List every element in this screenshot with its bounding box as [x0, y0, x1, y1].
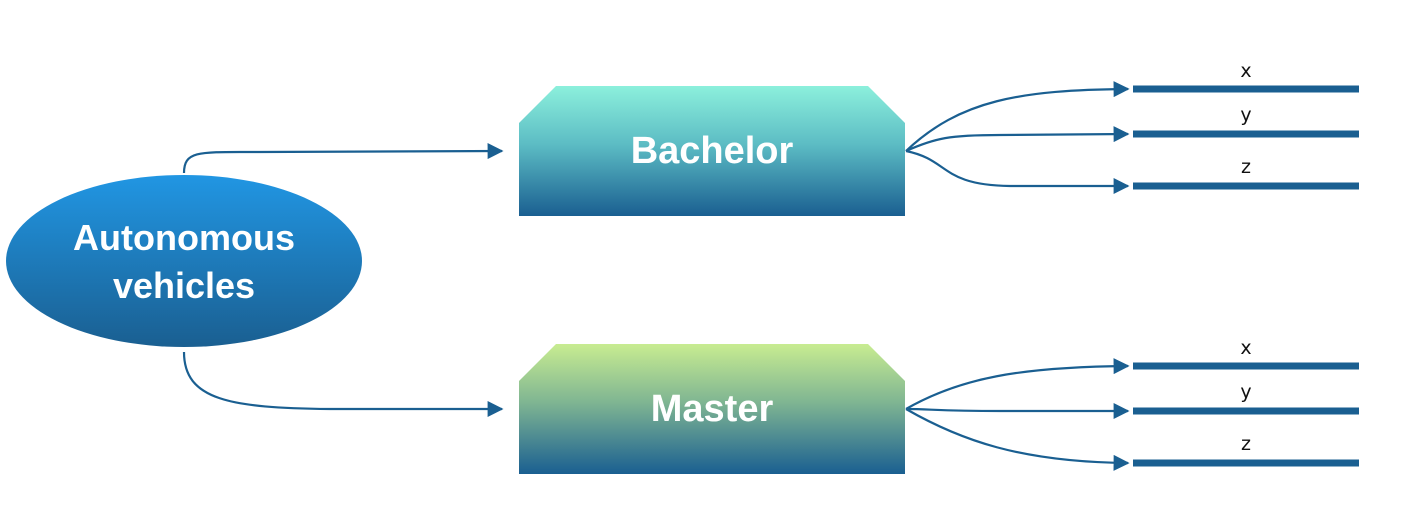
root-ellipse: [6, 175, 362, 347]
bachelor-leaf-y-label: y: [1240, 104, 1251, 126]
connector-bachelor-y: [905, 126, 1130, 153]
connector-master-y: [905, 403, 1130, 419]
master-leaf-x-label: x: [1240, 337, 1251, 359]
connector-master-z: [905, 408, 1130, 471]
connector-root-master: [182, 351, 504, 417]
bachelor-leaf-x-label: x: [1240, 60, 1251, 82]
connector-root-bachelor: [182, 143, 504, 174]
bachelor-shape: [519, 86, 905, 216]
connector-master-x: [905, 358, 1130, 410]
connector-bachelor-x: [905, 81, 1130, 152]
root-label-line1: Autonomous: [73, 217, 295, 258]
bachelor-node[interactable]: Bachelor: [519, 86, 905, 216]
master-label: Master: [651, 388, 774, 430]
root-label-line2: vehicles: [113, 265, 255, 306]
bachelor-label: Bachelor: [631, 130, 794, 172]
root-node[interactable]: Autonomous vehicles: [6, 175, 362, 347]
master-shape: [519, 344, 905, 474]
master-leaf-y-label: y: [1240, 381, 1251, 403]
master-node[interactable]: Master: [519, 344, 905, 474]
connector-bachelor-z: [905, 149, 1130, 194]
bachelor-leaf-z-label: z: [1241, 156, 1251, 178]
master-leaf-z-label: z: [1241, 433, 1251, 455]
